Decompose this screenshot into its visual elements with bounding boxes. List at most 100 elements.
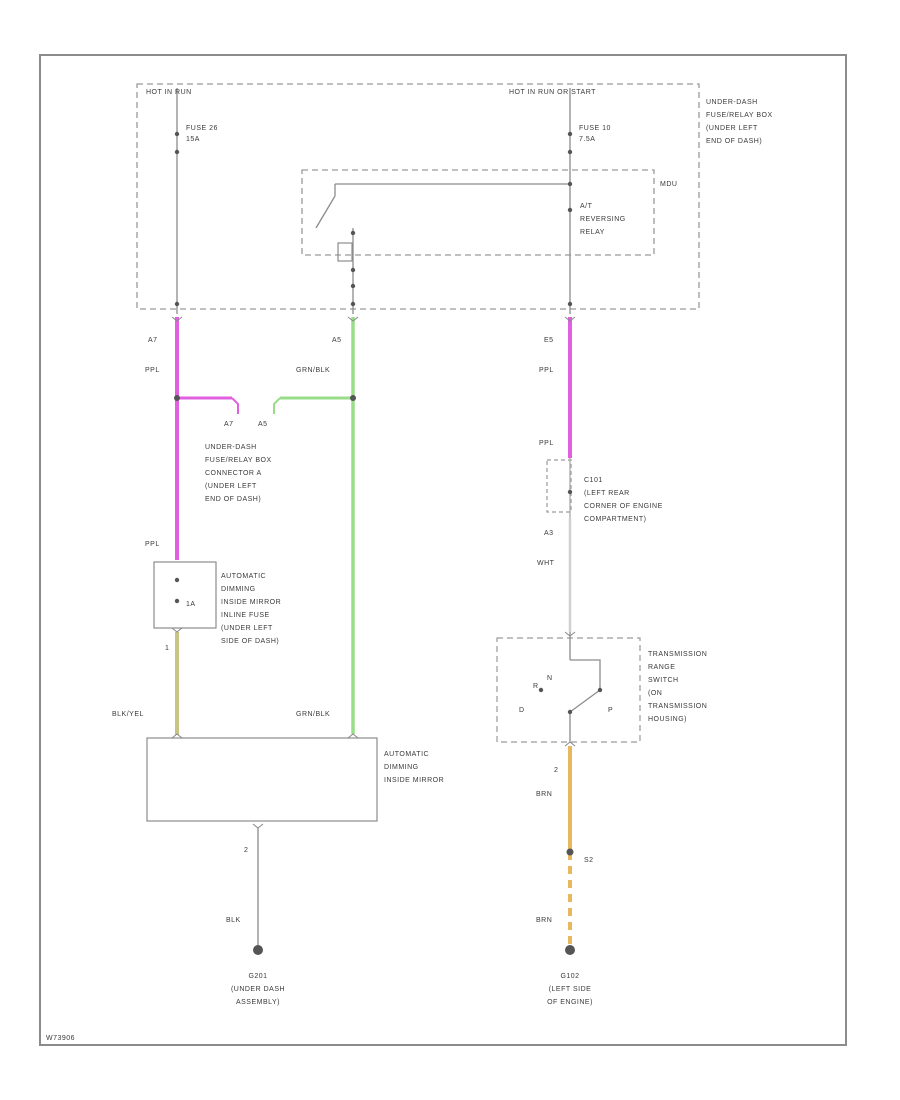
fuse-holder-line-6: SIDE OF DASH) [221, 638, 279, 645]
junction-dot [174, 131, 180, 137]
junction-dot [597, 687, 603, 693]
junction-dot [350, 230, 356, 236]
wire-blk-label: BLK [226, 917, 241, 924]
wire-ppl-label-3: PPL [539, 440, 554, 447]
connector-pin-icon [171, 316, 183, 322]
inline-fuse-holder [153, 561, 217, 629]
junction-dot [567, 489, 573, 495]
fuse-left-line-1: FUSE 26 [186, 125, 218, 132]
underdash-box-line-4: END OF DASH) [706, 138, 762, 145]
reversing-relay-line-1: A/T [580, 203, 593, 210]
junction-dot [350, 395, 356, 401]
g102-line-1: G102 [560, 973, 579, 980]
pin-a3: A3 [544, 530, 554, 537]
junction-dot [350, 267, 356, 273]
trans-switch-line-4: (ON [648, 690, 662, 697]
fuse-holder-value: 1A [186, 601, 196, 608]
wire-brn-label: BRN [536, 791, 552, 798]
top-left-caption: HOT IN RUN [146, 89, 192, 96]
junction-dot [174, 301, 180, 307]
trans-range-switch-box [496, 637, 641, 743]
wire-brn-label-2: BRN [536, 917, 552, 924]
wire-ppl-label-right: PPL [539, 367, 554, 374]
wire-wht-label: WHT [537, 560, 555, 567]
connector-box-line-5: END OF DASH) [205, 496, 261, 503]
trans-switch-line-2: RANGE [648, 664, 675, 671]
c101-line-3: CORNER OF ENGINE [584, 503, 663, 510]
diagram-frame [39, 54, 847, 1046]
splice-s2-dot [566, 848, 574, 856]
pin-2-mirror: 2 [244, 847, 248, 854]
junction-dot [567, 131, 573, 137]
junction-dot [174, 149, 180, 155]
trans-switch-line-6: HOUSING) [648, 716, 687, 723]
fuse-right-line-1: FUSE 10 [579, 125, 611, 132]
underdash-fuse-box [136, 83, 700, 310]
g102-line-2: (LEFT SIDE [549, 986, 592, 993]
ground-g102-icon [565, 945, 575, 955]
connector-pin-icon [564, 741, 576, 747]
junction-dot [567, 149, 573, 155]
reversing-relay-line-2: REVERSING [580, 216, 626, 223]
connector-pin-icon [347, 316, 359, 322]
c101-line-2: (LEFT REAR [584, 490, 630, 497]
mirror-line-1: AUTOMATIC [384, 751, 429, 758]
pin-a5: A5 [332, 337, 342, 344]
pin-e5: E5 [544, 337, 554, 344]
connector-pin-icon [564, 316, 576, 322]
trans-switch-line-3: SWITCH [648, 677, 679, 684]
fuse-holder-line-2: DIMMING [221, 586, 256, 593]
reversing-relay-line-3: RELAY [580, 229, 605, 236]
grnblk-stub-a5-end [273, 397, 281, 414]
pin-a7: A7 [148, 337, 158, 344]
wire-grnblk-label: GRN/BLK [296, 367, 330, 374]
g102-line-3: OF ENGINE) [547, 999, 593, 1006]
connector-pin-icon [171, 627, 183, 633]
connector-pin-a5: A5 [258, 421, 268, 428]
wire-ppl-label-left-lower: PPL [145, 541, 160, 548]
connector-pin-icon [347, 733, 359, 739]
junction-dot [567, 301, 573, 307]
mdu-label: MDU [660, 181, 677, 188]
connector-pin-icon [171, 733, 183, 739]
gear-n-label: N [547, 675, 553, 682]
trans-switch-line-1: TRANSMISSION [648, 651, 707, 658]
junction-dot [174, 577, 180, 583]
gear-r-label: R [533, 683, 539, 690]
inside-mirror-box [146, 737, 378, 822]
g201-line-2: (UNDER DASH [231, 986, 285, 993]
junction-dot [538, 687, 544, 693]
c101-line-1: C101 [584, 477, 603, 484]
junction-dot [350, 283, 356, 289]
fuse-holder-line-1: AUTOMATIC [221, 573, 266, 580]
top-right-caption: HOT IN RUN OR START [509, 89, 596, 96]
pin-2-trans: 2 [554, 767, 558, 774]
ground-g201-icon [253, 945, 263, 955]
junction-dot [350, 301, 356, 307]
fuse-left-line-2: 15A [186, 136, 200, 143]
mdu-box [301, 169, 655, 256]
splice-label: S2 [584, 857, 594, 864]
gear-p-label: P [608, 707, 613, 714]
c101-connector [546, 459, 572, 513]
wire-ppl-label: PPL [145, 367, 160, 374]
connector-pin-icon [252, 823, 264, 829]
c101-line-4: COMPARTMENT) [584, 516, 647, 523]
gear-d-label: D [519, 707, 525, 714]
connector-box-line-1: UNDER-DASH [205, 444, 257, 451]
g201-line-1: G201 [248, 973, 267, 980]
trans-blade [569, 689, 601, 713]
connector-box-line-4: (UNDER LEFT [205, 483, 257, 490]
trans-switch-line-5: TRANSMISSION [648, 703, 707, 710]
fuse-holder-line-4: INLINE FUSE [221, 612, 270, 619]
relay-coil-icon [337, 242, 353, 262]
junction-dot [174, 395, 180, 401]
connector-box-line-2: FUSE/RELAY BOX [205, 457, 272, 464]
underdash-box-line-3: (UNDER LEFT [706, 125, 758, 132]
wire-blkyel-label: BLK/YEL [112, 711, 144, 718]
footer-code: W73906 [46, 1035, 75, 1042]
pin-1: 1 [165, 645, 169, 652]
trans-input-path [570, 659, 601, 690]
connector-box-line-3: CONNECTOR A [205, 470, 262, 477]
underdash-box-line-2: FUSE/RELAY BOX [706, 112, 773, 119]
